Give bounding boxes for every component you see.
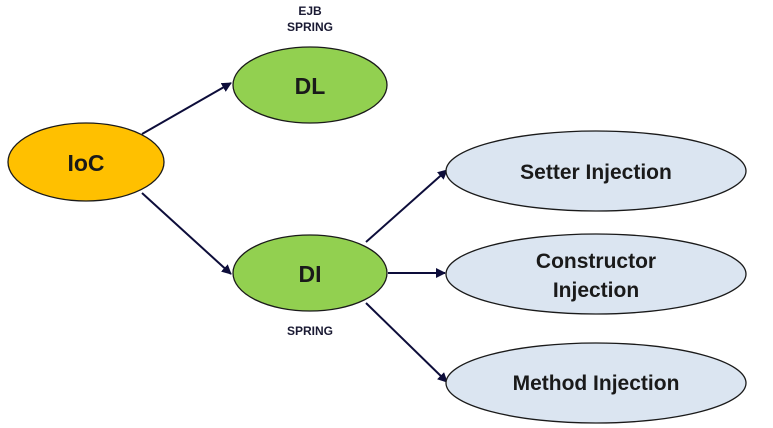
edge-di-to-method [365,302,448,383]
node-dl-label: DL [295,73,326,99]
node-setter-injection-shape [445,130,747,212]
node-method-injection-label: Method Injection [513,372,680,395]
node-ioc-shape [7,122,165,202]
node-constructor-injection-shape [445,233,747,315]
node-ioc-label: IoC [67,150,104,176]
node-dl: DL [232,46,388,124]
node-di-label: DI [299,261,322,287]
edge-ioc-to-di [141,192,232,275]
node-di-shape [232,234,388,312]
note-di-spring: SPRING [287,324,333,338]
node-constructor-injection: Constructor Injection [445,233,747,315]
node-constructor-injection-label-line1: Constructor [536,250,656,273]
edge-di-to-setter [365,169,448,243]
note-dl-spring: SPRING [287,20,333,34]
node-setter-injection-label: Setter Injection [520,161,672,184]
node-method-injection: Method Injection [445,342,747,424]
node-setter-injection: Setter Injection [445,130,747,212]
node-ioc: IoC [7,122,165,202]
edge-ioc-to-dl [141,82,232,135]
note-dl-ejb: EJB [298,4,322,18]
node-method-injection-shape [445,342,747,424]
node-constructor-injection-label-line2: Injection [553,279,639,302]
node-dl-shape [232,46,388,124]
node-di: DI [232,234,388,312]
